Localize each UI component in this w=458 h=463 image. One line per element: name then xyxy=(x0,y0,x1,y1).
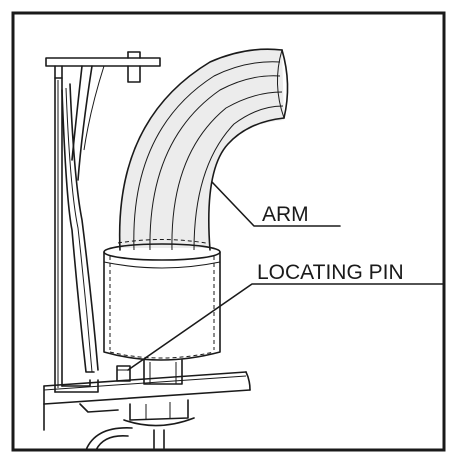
arm xyxy=(118,48,289,251)
hub xyxy=(143,359,183,385)
arm-leader xyxy=(211,181,341,227)
vertical-bracket xyxy=(45,51,161,393)
sleeve xyxy=(103,239,221,361)
locating-pin-label: LOCATING PIN xyxy=(257,261,404,284)
arm-label: ARM xyxy=(262,203,309,226)
locating-pin-leader xyxy=(127,283,445,371)
base-plate xyxy=(43,371,251,451)
